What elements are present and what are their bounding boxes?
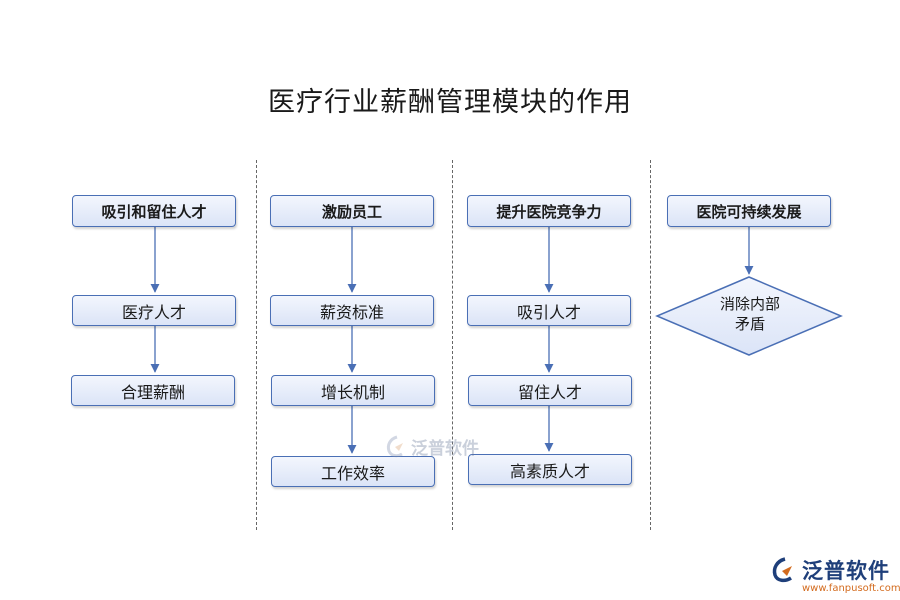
box-salary-standard: 薪资标准 [270,295,434,326]
brand-logo-text: 泛普软件 [802,559,890,583]
box-reasonable-salary: 合理薪酬 [71,375,235,406]
header-motivate-employees: 激励员工 [270,195,434,227]
header-sustainable-development: 医院可持续发展 [667,195,831,227]
brand-logo: 泛普软件 [770,555,890,585]
brand-logo-icon [772,557,792,583]
header-attract-retain-talent: 吸引和留住人才 [72,195,236,227]
watermark: 泛普软件 [385,434,479,459]
box-attract-talent: 吸引人才 [467,295,631,326]
watermark-text: 泛普软件 [411,439,479,459]
header-improve-competitiveness: 提升医院竞争力 [467,195,631,227]
box-medical-talent: 医疗人才 [72,295,236,326]
brand-url: www.fanpusoft.com [802,583,900,594]
box-growth-mechanism: 增长机制 [271,375,435,406]
diamond-label-line2: 矛盾 [734,315,765,333]
page-title: 医疗行业薪酬管理模块的作用 [268,87,632,118]
box-retain-talent: 留住人才 [468,375,632,406]
column-divider-3 [650,160,651,530]
column-divider-2 [452,160,453,530]
diamond-label-line1: 消除内部 [719,295,780,313]
diamond-label: 消除内部 矛盾 [690,294,810,334]
box-high-quality-talent: 高素质人才 [468,454,632,485]
column-divider-1 [256,160,257,530]
watermark-logo-icon [386,435,403,457]
diamond-shape [655,276,843,356]
box-work-efficiency: 工作效率 [271,456,435,487]
